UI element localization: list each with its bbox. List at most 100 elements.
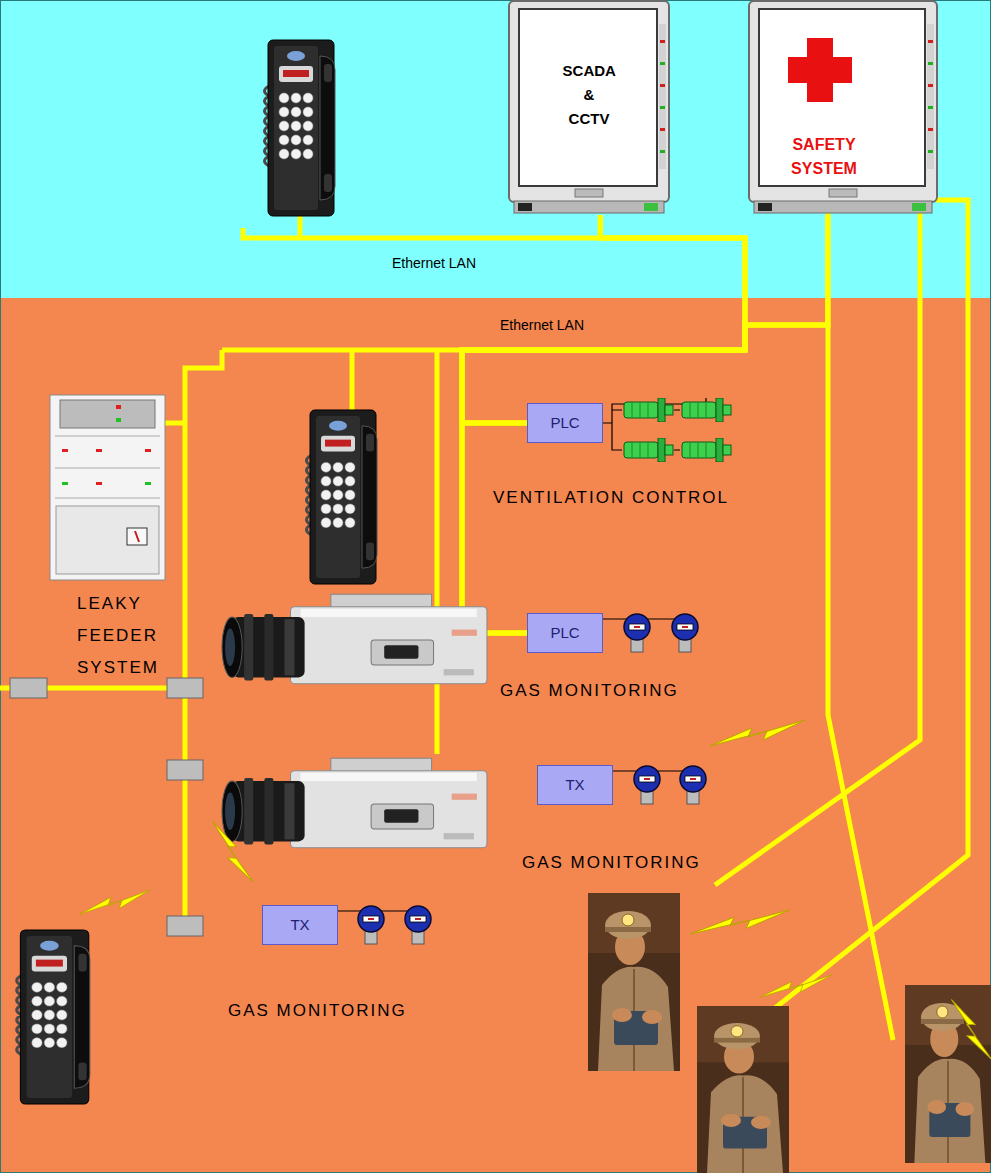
rack-leds-part xyxy=(96,482,102,485)
rack-leds-part xyxy=(62,482,68,485)
cctv-camera xyxy=(222,594,487,683)
rack-line xyxy=(55,468,160,469)
rack-leds-part xyxy=(145,482,151,485)
gas-sensor xyxy=(634,766,660,804)
monitor-led xyxy=(660,128,665,131)
screen-title: SAFETY SYSTEM xyxy=(791,133,857,181)
miner-photo xyxy=(697,1006,789,1173)
rack-icon xyxy=(127,528,147,545)
safety-monitor: SAFETY SYSTEM xyxy=(748,0,938,215)
gas-sensor xyxy=(624,614,650,652)
leaky-feeder-rack xyxy=(50,395,165,580)
monitor-port xyxy=(518,203,532,211)
phone-icon xyxy=(307,410,378,584)
feeder-couplers xyxy=(10,678,203,936)
box-label: TX xyxy=(565,776,584,794)
caption-label: LEAKY FEEDER SYSTEM xyxy=(77,588,159,684)
plc-box: PLC xyxy=(527,403,603,443)
monitor-bezel xyxy=(749,1,937,202)
rack-leds-part xyxy=(62,449,68,452)
miner-photo xyxy=(905,985,991,1163)
rack-leds-part xyxy=(96,449,102,452)
miner-photo xyxy=(588,893,680,1071)
screen-area: SAFETY SYSTEM xyxy=(768,128,880,186)
wireless-bolt xyxy=(710,720,805,746)
phone-cable xyxy=(350,350,355,412)
monitor-frame xyxy=(748,0,938,215)
caption-label: GAS MONITORING xyxy=(228,1000,407,1021)
monitor-led xyxy=(928,40,933,43)
monitor-power xyxy=(644,203,658,211)
surface-zone xyxy=(0,0,991,298)
camera-cable xyxy=(435,350,440,754)
phone-cable xyxy=(298,215,303,238)
lan-cable xyxy=(462,215,828,423)
rack-line xyxy=(55,436,160,437)
lan-cable xyxy=(745,213,828,325)
screen-title: SCADA & CCTV xyxy=(563,59,616,131)
rack-leds xyxy=(62,449,151,485)
monitor-screen xyxy=(519,9,657,186)
phone-icon xyxy=(17,930,90,1104)
monitor-button xyxy=(829,189,857,197)
rack-unit xyxy=(60,400,155,428)
cctv-camera xyxy=(222,758,487,847)
status-led xyxy=(116,405,121,409)
box-label: TX xyxy=(290,916,309,934)
monitor-stand xyxy=(514,201,664,213)
rack-cabinet xyxy=(50,395,165,580)
monitor-stand xyxy=(754,201,932,213)
safety-cable xyxy=(828,325,893,1040)
monitor-led xyxy=(660,106,665,109)
screen-area: SCADA & CCTV xyxy=(519,40,659,150)
gas-sensor xyxy=(358,906,384,944)
monitor-frame xyxy=(508,0,670,215)
feeder-cable xyxy=(163,421,185,426)
monitor-side xyxy=(927,24,934,169)
underground-zone xyxy=(0,298,991,1173)
feeder-coupler xyxy=(167,760,203,780)
fan-motor xyxy=(624,398,673,422)
monitor-led xyxy=(660,40,665,43)
lan-cable xyxy=(462,215,828,633)
caption-label: GAS MONITORING xyxy=(500,680,679,701)
monitor-power xyxy=(912,203,926,211)
monitor-screen xyxy=(759,9,925,186)
lan-cable xyxy=(243,228,745,350)
safety-cable xyxy=(770,200,968,1012)
caption-label: Ethernet LAN xyxy=(500,316,584,334)
feeder-coupler xyxy=(10,678,47,698)
scada-monitor: SCADA & CCTV xyxy=(508,0,670,215)
fan-motor xyxy=(682,438,731,462)
fan-motor xyxy=(682,398,731,422)
caption-label: VENTILATION CONTROL xyxy=(493,487,729,508)
wireless-bolt xyxy=(212,815,254,889)
rack-leds-part xyxy=(145,449,151,452)
fan-motor xyxy=(624,438,673,462)
box-label: PLC xyxy=(550,624,579,642)
caption-label: GAS MONITORING xyxy=(522,852,701,873)
tx-box: TX xyxy=(537,765,613,805)
feeder-coupler xyxy=(167,678,203,698)
caption-label: Ethernet LAN xyxy=(392,254,476,272)
monitor-led xyxy=(928,106,933,109)
lan-cable xyxy=(462,215,745,423)
wireless-bolt xyxy=(951,993,991,1067)
monitor-led xyxy=(660,62,665,65)
rack-line xyxy=(55,498,160,499)
feeder-coupler xyxy=(167,916,203,936)
monitor-led xyxy=(928,128,933,131)
safety-cross xyxy=(788,57,852,83)
rack-icon xyxy=(135,531,139,542)
gas-sensor xyxy=(672,614,698,652)
monitor-led xyxy=(928,84,933,87)
gas-sensor xyxy=(680,766,706,804)
monitor-side xyxy=(659,24,666,169)
feeder-cable xyxy=(185,350,222,925)
cable-wires xyxy=(0,200,968,1040)
rack-panel xyxy=(56,506,159,574)
wireless-bolt xyxy=(80,890,150,914)
monitor-port xyxy=(758,203,772,211)
